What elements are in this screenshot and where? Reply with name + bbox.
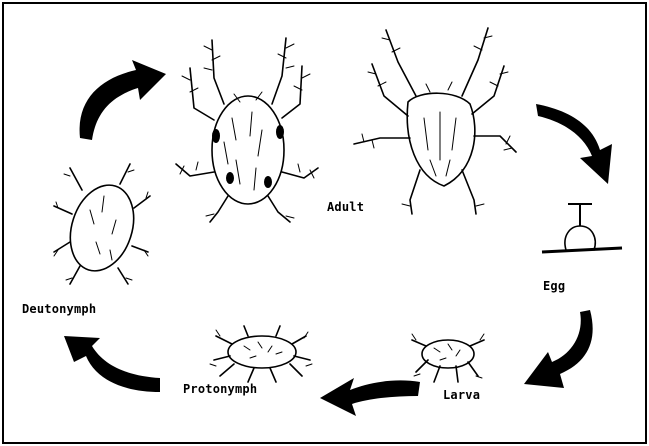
egg-illustration — [542, 204, 622, 252]
label-larva: Larva — [443, 388, 480, 402]
deutonymph-illustration — [54, 164, 150, 284]
cycle-arrow-adult-to-egg — [536, 104, 612, 184]
adult-mite-illustration-right — [354, 28, 516, 214]
label-deutonymph: Deutonymph — [22, 302, 96, 316]
label-adult: Adult — [327, 200, 364, 214]
protonymph-illustration — [210, 326, 312, 382]
adult-mite-illustration-left — [176, 38, 318, 222]
larva-illustration — [412, 334, 484, 382]
cycle-arrow-egg-to-larva — [524, 310, 593, 388]
cycle-arrow-larva-to-protonymph — [320, 378, 420, 416]
cycle-arrow-deutonymph-to-adult — [80, 60, 166, 140]
label-egg: Egg — [543, 279, 565, 293]
label-protonymph: Protonymph — [183, 382, 257, 396]
cycle-arrow-protonymph-to-deutonymph — [64, 336, 160, 392]
